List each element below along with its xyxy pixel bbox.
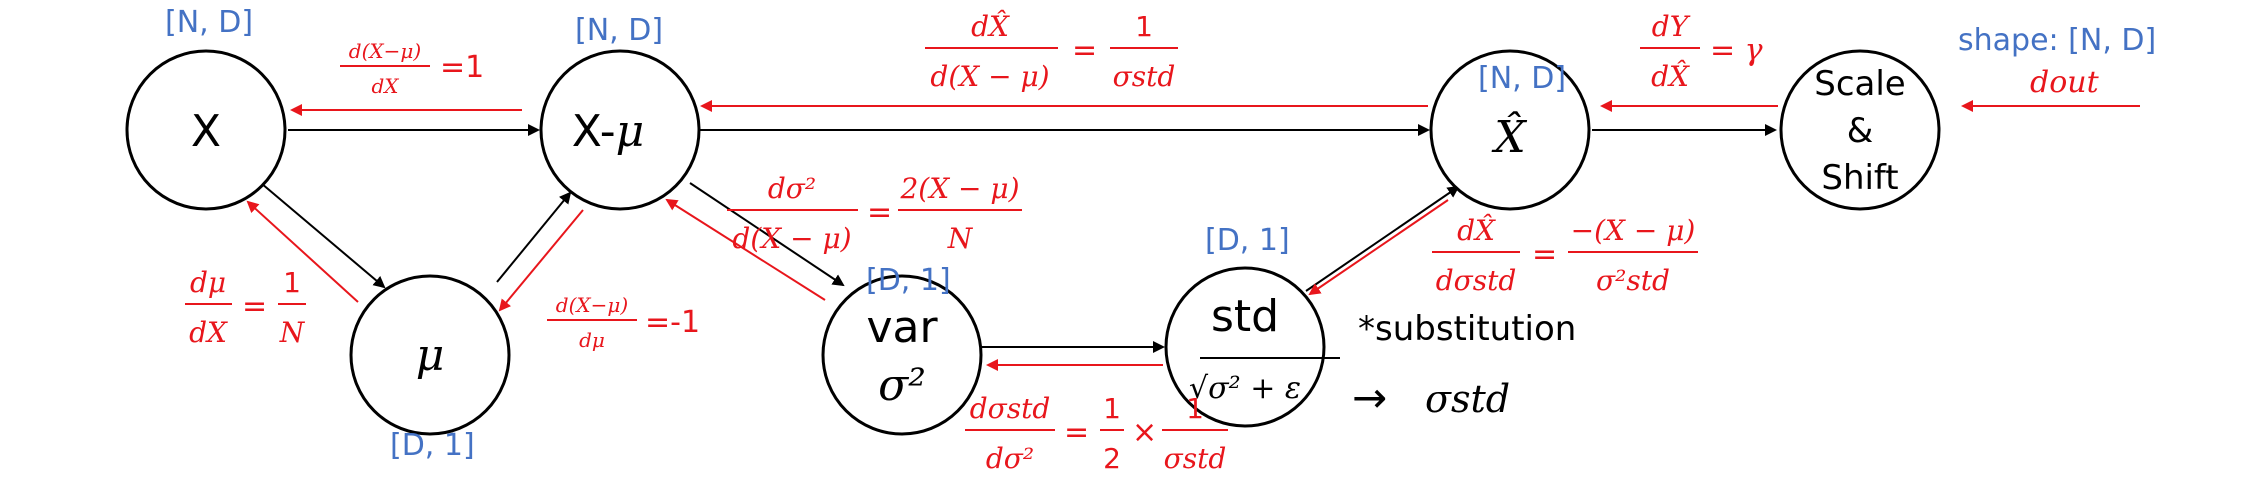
node-x-minus-mu-label: X-μ [572, 106, 644, 157]
grad-dxhat-std-eq: = [1532, 237, 1557, 272]
grad-dmu-dx-eq: = [242, 289, 267, 324]
grad-dmu-dx-den: dX [189, 316, 228, 349]
grad-dvar-den: d(X − μ) [732, 222, 851, 255]
grad-dvar-num: dσ² [768, 172, 816, 205]
grad-dxmu-x-val: =1 [440, 50, 484, 85]
node-std: std √σ² + ε [1164, 266, 1340, 428]
node-mu-label: μ [416, 330, 445, 381]
grad-dxhat-std-num: dX̂ [1457, 214, 1496, 247]
grad-dxhat-dstd: dX̂ dσstd = −(X − μ) σ²std [1432, 214, 1698, 297]
grad-dvar-rden: N [947, 222, 974, 255]
grad-dstd-rden: σstd [1164, 442, 1227, 475]
grad-dy-num: dY [1652, 10, 1691, 43]
node-xhat-label: X̂ [1491, 110, 1527, 163]
grad-dy-rhs: = γ [1710, 33, 1763, 68]
grad-dxhat-xmu-rden: σstd [1113, 60, 1176, 93]
grad-dxhat-xmu-rnum: 1 [1135, 10, 1153, 43]
grad-dmu-dx: dμ dX = 1 N [185, 266, 306, 349]
node-x-label: X [191, 106, 221, 157]
grad-edge-mu-to-x [246, 200, 359, 303]
node-mu: μ [349, 274, 511, 436]
grad-dstd-half-num: 1 [1103, 392, 1121, 425]
node-scale-line3: Shift [1821, 158, 1898, 198]
grad-dxhat-xmu-eq: = [1072, 33, 1097, 68]
grad-dy-dxhat: dY dX̂ = γ [1640, 10, 1763, 93]
grad-dmu-dx-num: dμ [190, 266, 226, 299]
shape-label-var: [D, 1] [866, 263, 951, 298]
grad-dstd-rnum: 1 [1186, 392, 1204, 425]
shape-label-input: shape: [N, D] [1958, 23, 2156, 58]
node-scale-line2: & [1847, 111, 1874, 151]
grad-edge-var-to-xmu [665, 198, 826, 301]
shape-label-mu: [D, 1] [390, 428, 475, 463]
grad-dxmu-mu-num: d(X−μ) [556, 293, 628, 317]
edge-std-to-xhat [1305, 185, 1460, 292]
grad-dmu-dx-rden: N [279, 316, 306, 349]
grad-dxmu-x-num: d(X−μ) [349, 39, 421, 63]
node-std-formula: √σ² + ε [1189, 371, 1301, 406]
grad-dstd-half-den: 2 [1103, 442, 1121, 475]
grad-dmu-dx-rnum: 1 [283, 266, 301, 299]
node-scale-shift: Scale & Shift [1779, 49, 1941, 211]
grad-dvar-dxmu: dσ² d(X − μ) = 2(X − μ) N [727, 172, 1022, 255]
substitution-note: *substitution → σstd [1352, 309, 1576, 422]
edge-x-to-mu [254, 177, 386, 289]
shape-label-x-minus-mu: [N, D] [575, 13, 663, 48]
grad-dy-den: dX̂ [1651, 60, 1690, 93]
node-scale-line1: Scale [1814, 64, 1905, 104]
substitution-label: *substitution [1358, 309, 1576, 349]
grad-dstd-num: dσstd [970, 392, 1051, 425]
grad-dxmu-dmu: d(X−μ) dμ =-1 [547, 293, 700, 352]
grad-edge-xmu-to-mu [498, 209, 584, 312]
grad-dxhat-std-den: dσstd [1436, 264, 1517, 297]
grad-dxhat-std-rnum: −(X − μ) [1571, 214, 1696, 247]
node-xhat: X̂ [1429, 49, 1591, 211]
grad-dvar-rnum: 2(X − μ) [899, 172, 1019, 205]
grad-dxhat-std-rden: σ²std [1596, 264, 1670, 297]
node-x-minus-mu: X-μ [539, 49, 701, 211]
node-x: X [125, 49, 287, 211]
grad-dxmu-mu-val: =-1 [645, 305, 700, 340]
grad-dstd-eq: = [1064, 415, 1089, 450]
shape-label-std: [D, 1] [1205, 223, 1290, 258]
edge-xmu-to-var [689, 182, 845, 287]
node-std-label: std [1211, 291, 1279, 342]
grad-dxhat-xmu-den: d(X − μ) [930, 60, 1049, 93]
grad-dxmu-mu-den: dμ [579, 328, 605, 352]
grad-dstd-times: × [1132, 415, 1157, 450]
edge-mu-to-xmu [496, 191, 572, 283]
grad-dxmu-dx: d(X−μ) dX =1 [340, 39, 484, 98]
grad-dvar-eq: = [867, 195, 892, 230]
grad-edge-xhat-to-std [1308, 199, 1449, 296]
grad-dxhat-dxmu: dX̂ d(X − μ) = 1 σstd [925, 10, 1178, 93]
node-var-symbol: σ² [878, 360, 926, 411]
grad-dout: dout [2030, 65, 2100, 100]
substitution-result: σstd [1425, 377, 1510, 421]
grad-dstd-dvar: dσstd dσ² = 1 2 × 1 σstd [965, 392, 1228, 475]
node-var: var σ² [821, 274, 983, 436]
grad-dxmu-x-den: dX [371, 74, 399, 98]
node-var-word: var [866, 302, 938, 353]
substitution-arrow: → [1352, 373, 1387, 422]
grad-dstd-den: dσ² [986, 442, 1034, 475]
grad-dxhat-xmu-num: dX̂ [971, 10, 1010, 43]
shape-label-x: [N, D] [165, 5, 253, 40]
shape-label-xhat: [N, D] [1478, 61, 1566, 96]
